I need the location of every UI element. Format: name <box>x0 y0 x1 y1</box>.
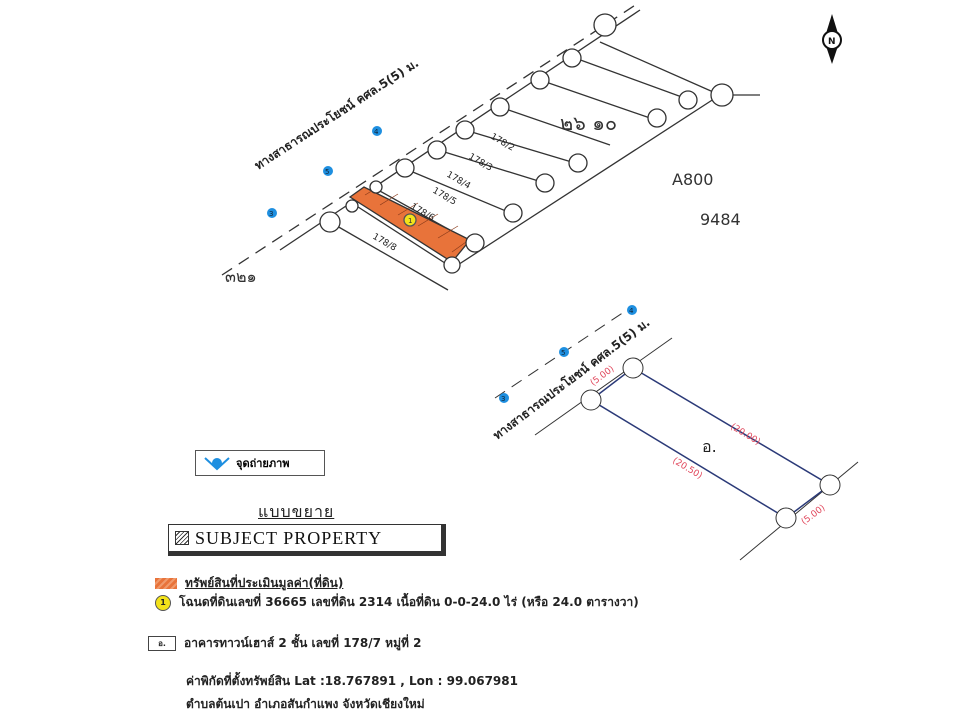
dim-top: (20.00) <box>728 422 761 447</box>
svg-text:5: 5 <box>561 349 565 357</box>
svg-text:3: 3 <box>501 395 505 403</box>
svg-text:A800: A800 <box>672 170 713 189</box>
building-label: อ. <box>702 437 717 456</box>
road-dashed-line <box>221 1 641 276</box>
hatch-icon <box>175 531 189 545</box>
svg-text:5: 5 <box>325 168 329 176</box>
subject-marker <box>403 213 417 227</box>
dim-bottom: (20.50) <box>670 456 703 481</box>
orange-swatch-icon <box>155 578 177 589</box>
top-cadastral-map: ทางสาธารณประโยชน์ คศล.5(5) ม. 178/2 178/… <box>221 1 760 291</box>
svg-text:1: 1 <box>408 217 412 225</box>
north-arrow-icon: N <box>822 14 842 64</box>
lot-label: 178/3 <box>467 152 494 174</box>
legend-building: อ. อาคารทาวน์เฮาส์ 2 ชั้น เลขที่ 178/7 ห… <box>148 634 421 653</box>
svg-text:N: N <box>828 37 836 47</box>
subject-property-box: SUBJECT PROPERTY <box>168 524 446 556</box>
svg-text:4: 4 <box>374 128 379 136</box>
svg-text:4: 4 <box>629 307 634 315</box>
svg-text:๓๒๑: ๓๒๑ <box>225 267 257 286</box>
svg-text:3: 3 <box>269 210 273 218</box>
building-marker-icon: อ. <box>148 636 176 651</box>
detail-map: ทางสาธารณประโยชน์ คศล.5(5) ม. อ. (5.00) … <box>490 305 859 561</box>
lot-label: 178/4 <box>445 170 473 192</box>
road-label: ทางสาธารณประโยชน์ คศล.5(5) ม. <box>251 55 421 172</box>
camera-point-icon <box>204 457 230 471</box>
survey-pegs <box>319 13 734 274</box>
lot-label: 178/8 <box>371 232 399 254</box>
legend-deed: 1 โฉนดที่ดินเลขที่ 36665 เลขที่ดิน 2314 … <box>155 593 639 612</box>
address: ตำบลต้นเปา อำเภอสันกำแพง จังหวัดเชียงใหม… <box>186 697 425 711</box>
photo-point-label: จุดถ่ายภาพ <box>236 457 290 470</box>
enlarge-title: แบบขยาย <box>258 502 335 521</box>
detail-photo-points: 3 5 4 <box>499 305 637 403</box>
photo-point-legend: จุดถ่ายภาพ <box>195 450 325 476</box>
svg-text:9484: 9484 <box>700 210 741 229</box>
handwritten-notes: ๓๒๑ ๒๖ ๑๐ A800 9484 <box>225 111 741 286</box>
deed-marker-icon: 1 <box>155 594 171 611</box>
lot-label: 178/2 <box>489 132 516 154</box>
coordinates: ค่าพิกัดที่ตั้งทรัพย์สิน Lat :18.767891 … <box>186 674 518 688</box>
svg-text:๒๖ ๑๐: ๒๖ ๑๐ <box>560 111 617 135</box>
photo-points: 3 5 4 <box>267 126 382 218</box>
legend-appraised: ทรัพย์สินที่ประเมินมูลค่า(ที่ดิน) <box>155 574 343 593</box>
